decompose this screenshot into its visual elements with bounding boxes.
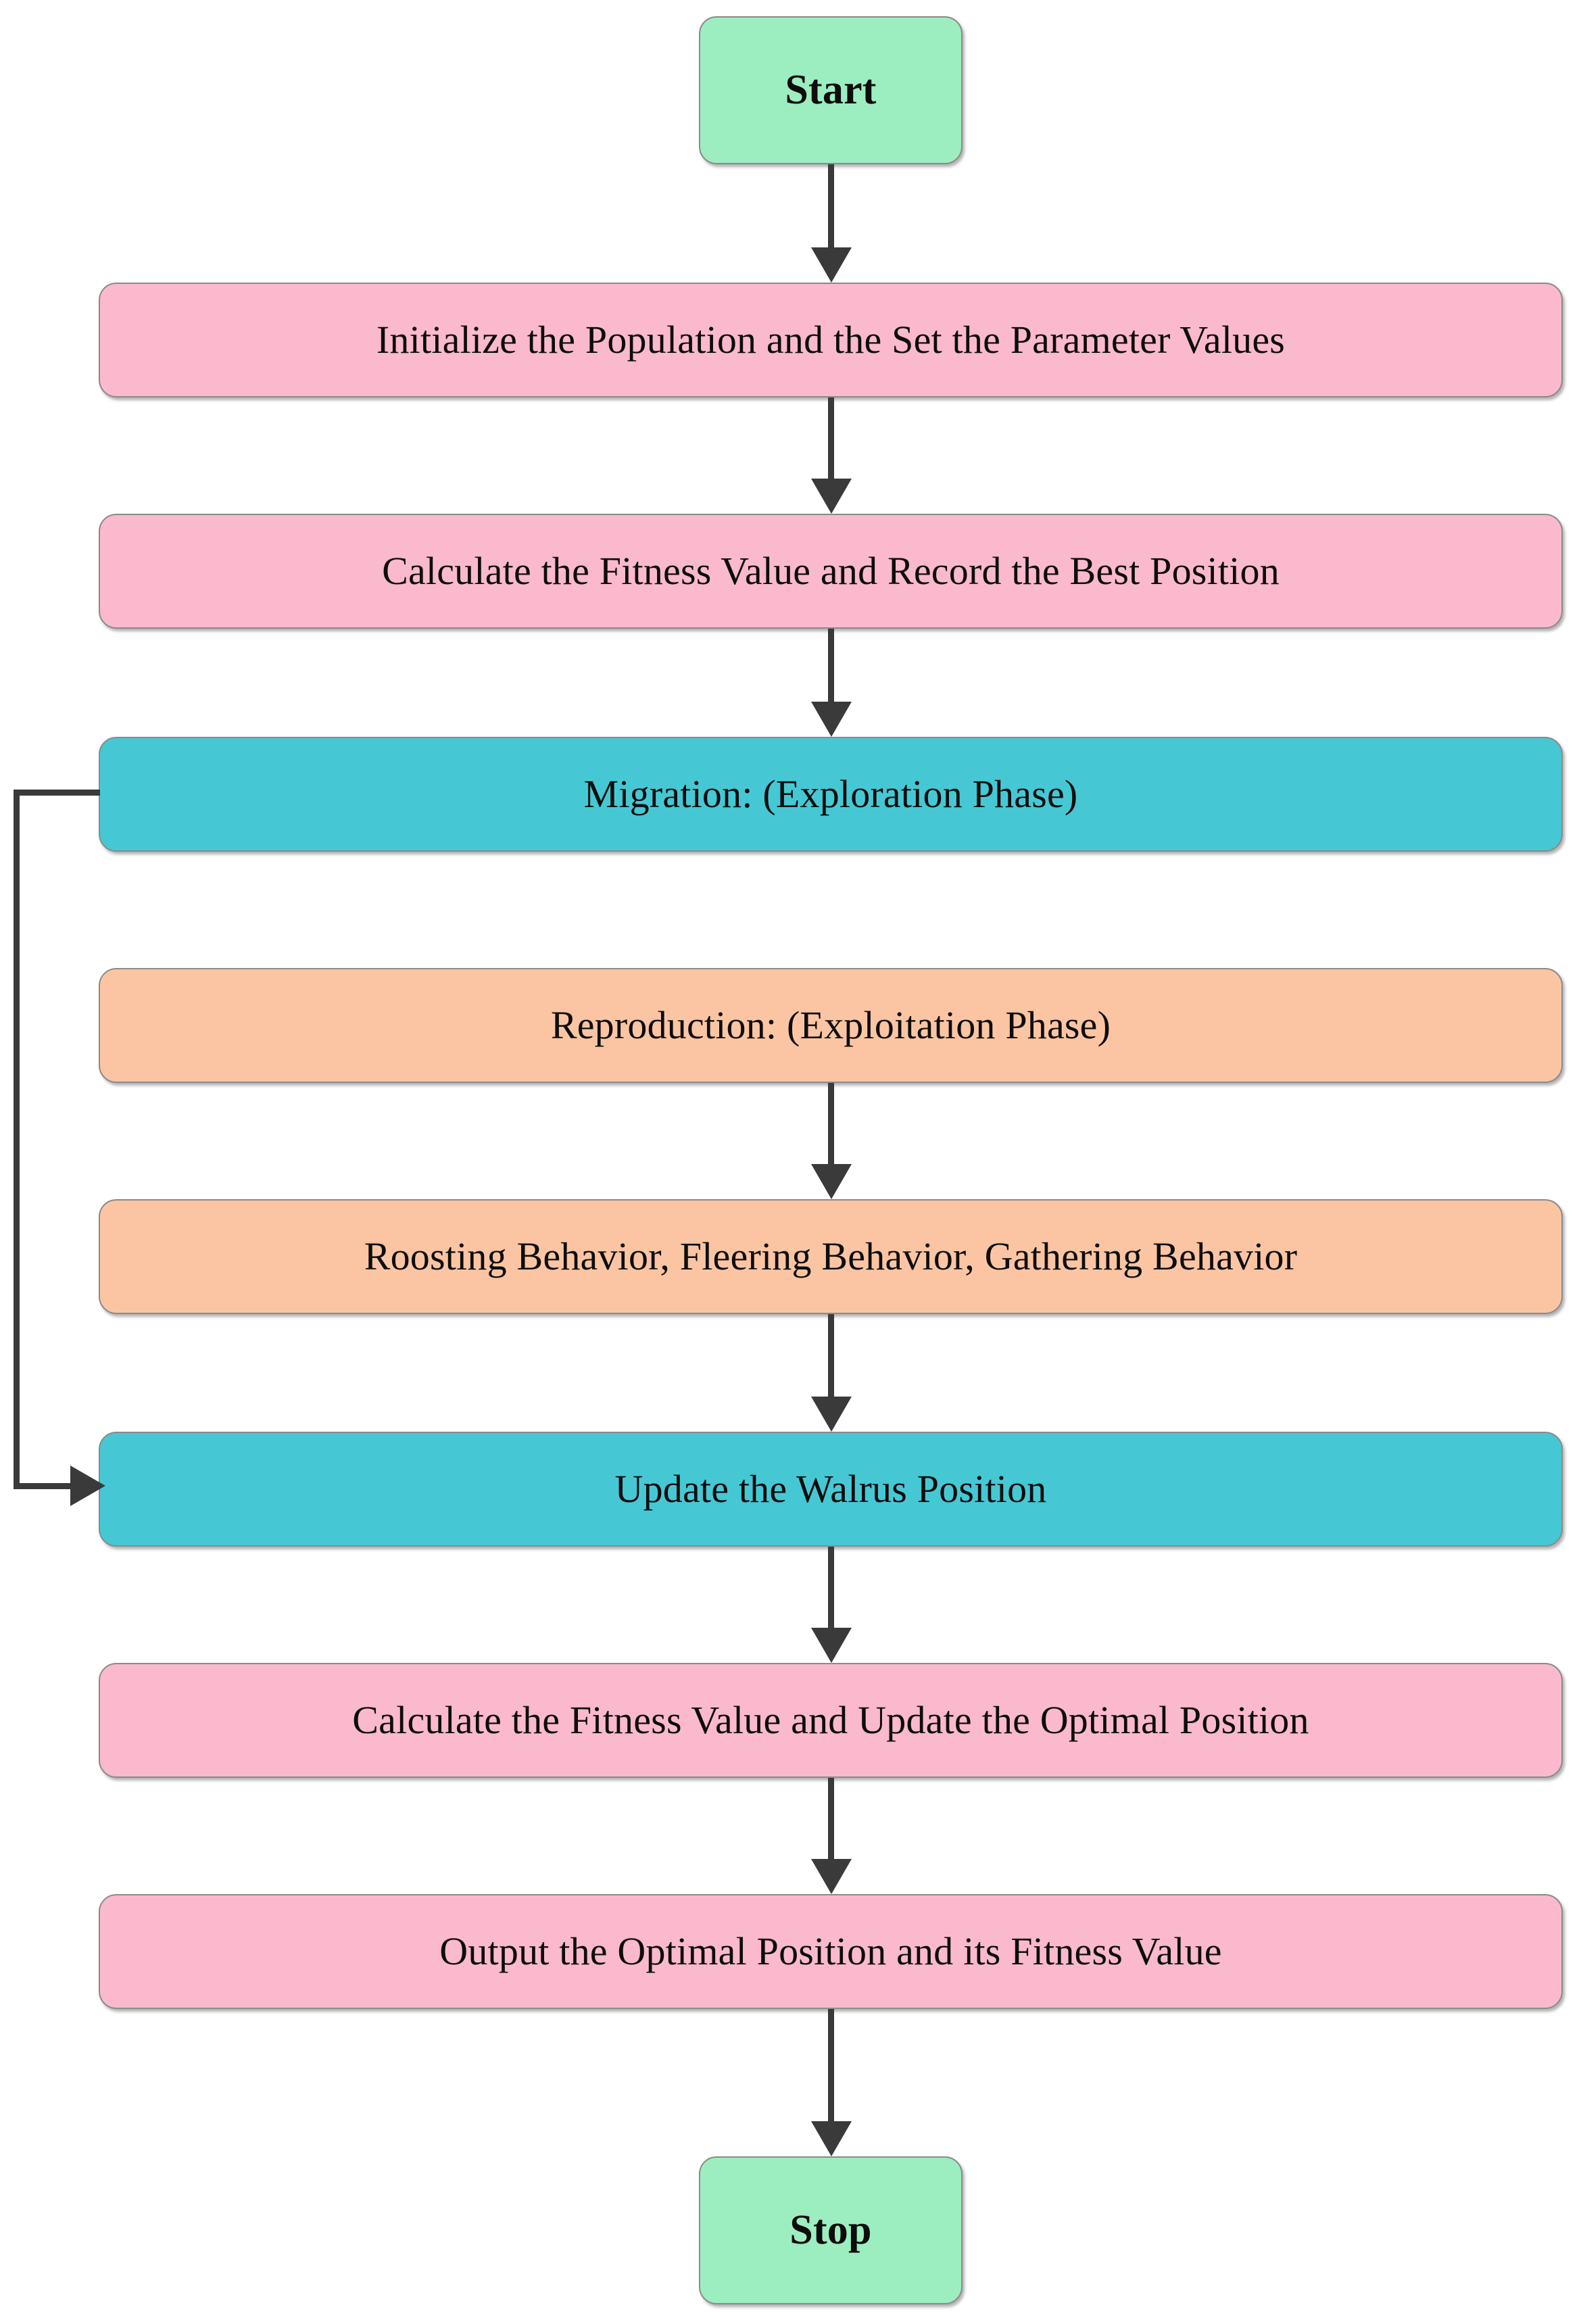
node-behaviors-label: Roosting Behavior, Fleering Behavior, Ga…	[364, 1234, 1298, 1278]
node-stop-label: Stop	[789, 2206, 872, 2253]
node-calculate-fitness-record-label: Calculate the Fitness Value and Record t…	[382, 548, 1280, 593]
node-calculate-fitness-update[interactable]: Calculate the Fitness Value and Update t…	[99, 1663, 1563, 1778]
connector-calculate-to-migration-line	[828, 629, 834, 702]
connector-initialize-to-calculate-line	[828, 397, 834, 479]
node-stop[interactable]: Stop	[699, 2156, 963, 2304]
connector-reproduction-to-behaviors-arrowhead	[811, 1164, 852, 1199]
connector-behaviors-to-update-line	[828, 1314, 834, 1397]
node-update-walrus-position-label: Update the Walrus Position	[614, 1466, 1047, 1511]
node-update-walrus-position[interactable]: Update the Walrus Position	[99, 1432, 1563, 1547]
connector-update-to-calculate-line	[828, 1547, 834, 1628]
node-reproduction[interactable]: Reproduction: (Exploitation Phase)	[99, 968, 1563, 1083]
node-start[interactable]: Start	[699, 16, 963, 164]
feedback-loop-arrowhead	[70, 1466, 105, 1506]
node-behaviors[interactable]: Roosting Behavior, Fleering Behavior, Ga…	[99, 1199, 1563, 1314]
node-calculate-fitness-update-label: Calculate the Fitness Value and Update t…	[352, 1697, 1309, 1742]
node-initialize-population-label: Initialize the Population and the Set th…	[376, 317, 1286, 362]
node-reproduction-label: Reproduction: (Exploitation Phase)	[550, 1002, 1111, 1047]
connector-reproduction-to-behaviors-line	[828, 1083, 834, 1164]
node-migration-label: Migration: (Exploration Phase)	[583, 771, 1078, 816]
node-calculate-fitness-record[interactable]: Calculate the Fitness Value and Record t…	[99, 514, 1563, 629]
connector-initialize-to-calculate-arrowhead	[811, 479, 852, 514]
connector-calculate-to-migration-arrowhead	[811, 702, 852, 737]
node-migration[interactable]: Migration: (Exploration Phase)	[99, 737, 1563, 852]
node-output-optimal[interactable]: Output the Optimal Position and its Fitn…	[99, 1894, 1563, 2009]
feedback-loop-top-segment	[14, 790, 100, 796]
feedback-loop-bottom-segment	[14, 1483, 76, 1489]
connector-start-to-initialize-arrowhead	[811, 247, 852, 283]
node-output-optimal-label: Output the Optimal Position and its Fitn…	[439, 1929, 1222, 1973]
node-initialize-population[interactable]: Initialize the Population and the Set th…	[99, 283, 1563, 397]
connector-calculate-to-output-line	[828, 1778, 834, 1859]
connector-start-to-initialize-line	[828, 164, 834, 247]
connector-output-to-stop-line	[828, 2009, 834, 2121]
connector-behaviors-to-update-arrowhead	[811, 1397, 852, 1432]
connector-update-to-calculate-arrowhead	[811, 1628, 852, 1663]
connector-output-to-stop-arrowhead	[811, 2121, 852, 2156]
connector-calculate-to-output-arrowhead	[811, 1859, 852, 1894]
feedback-loop-vertical-segment	[14, 790, 20, 1489]
node-start-label: Start	[785, 66, 877, 113]
